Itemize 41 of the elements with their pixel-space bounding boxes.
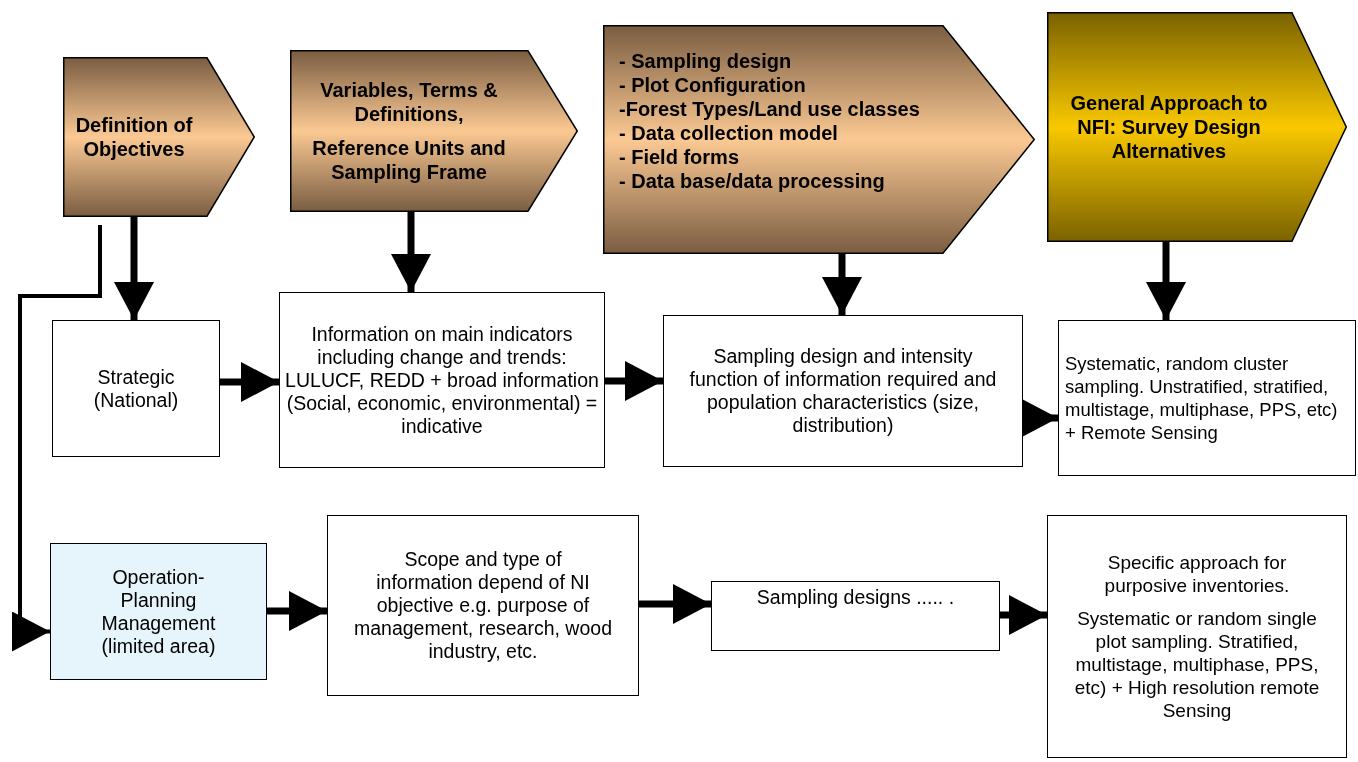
chevron-label: - Data base/data processing [619, 168, 885, 193]
box-text: Sampling design and intensity function of information required and population characteristics (size, distribution) [688, 345, 998, 437]
box-text: Information on main indicators including change and trends: LULUCF, REDD + broad information (Social, economic, environmental) = indicative [284, 322, 600, 438]
arrow [114, 217, 154, 320]
chevron-label: Reference Units and Sampling Frame [311, 136, 507, 184]
chevron-shape [603, 25, 1035, 254]
chevron-label: - Data collection model [619, 120, 838, 145]
chevron-label: General Approach to NFI: Survey Design Alternatives [1069, 91, 1269, 163]
process-box [327, 515, 639, 696]
chevron-label: Definition of Objectives [74, 113, 194, 161]
box-text: Systematic or random single plot sampling. Stratified, multistage, multiphase, PPS, etc) + High resolution remote Sensing [1073, 607, 1321, 722]
arrow [391, 212, 431, 292]
box-text: Sampling designs ..... . [756, 586, 955, 609]
process-box [711, 581, 1000, 651]
box-text: Operation-Planning Management (limited area) [100, 565, 217, 658]
process-box [1058, 320, 1356, 476]
chevron-shape [1047, 12, 1347, 242]
arrow [1146, 242, 1186, 320]
arrow [267, 591, 327, 631]
process-box [1047, 515, 1347, 758]
process-box [663, 315, 1023, 467]
arrow [639, 584, 711, 624]
chevron-label: - Plot Configuration [619, 72, 806, 97]
chevron-label: -Forest Types/Land use classes [619, 96, 920, 121]
chevron-shape [63, 57, 255, 217]
arrow [822, 254, 862, 315]
box-text: Scope and type of information depend of NI objective e.g. purpose of management, research, wood industry, etc. [354, 548, 612, 663]
chevron-shape [290, 50, 578, 212]
arrow [605, 361, 663, 401]
connector-arrow [12, 225, 102, 652]
arrow [1000, 595, 1047, 635]
arrow [220, 362, 279, 402]
box-text: Systematic, random cluster sampling. Unstratified, stratified, multistage, multiphase, PPS, etc) + Remote Sensing [1065, 352, 1339, 444]
box-text: Specific approach for purposive inventories. [1103, 551, 1291, 597]
highlighted-box [50, 543, 267, 680]
process-box [279, 292, 605, 468]
process-box [52, 320, 220, 457]
chevron-label: - Field forms [619, 144, 739, 169]
box-text: Strategic (National) [92, 365, 180, 412]
chevron-label: - Sampling design [619, 48, 792, 73]
chevron-label: Variables, Terms & Definitions, [319, 78, 499, 126]
